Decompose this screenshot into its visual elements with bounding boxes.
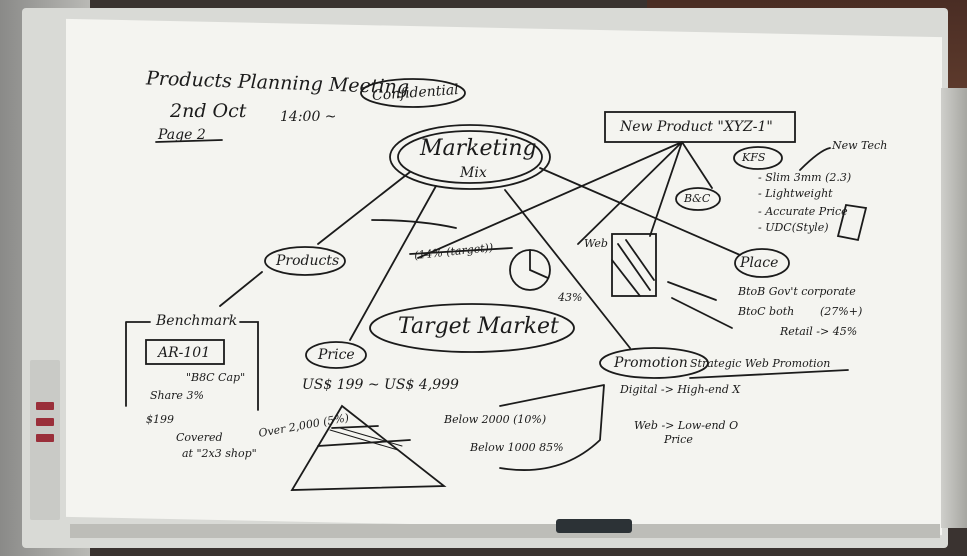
web-label: Web [584, 237, 608, 250]
kfs-item: - Accurate Price [758, 205, 848, 218]
b8c-cap-label: "B8C Cap" [186, 371, 246, 384]
mix-label: Mix [460, 165, 487, 181]
ar101-label: AR-101 [158, 345, 211, 361]
strategic-label: Strategic Web Promotion [690, 357, 831, 370]
price-small-label: Price [664, 433, 693, 446]
kfs-item: - Slim 3mm (2.3) [758, 171, 852, 184]
benchmark-label: Benchmark [156, 313, 238, 329]
kfs-item: - Lightweight [758, 187, 833, 200]
price-label: Price [318, 347, 355, 363]
pct-43-label: 43% [558, 291, 583, 304]
marker-tray [70, 524, 940, 538]
eraser[interactable] [556, 519, 632, 533]
price-tag-label: $199 [146, 413, 174, 426]
btoc-pct-label: (27%+) [820, 305, 863, 318]
target-market-label: Target Market [398, 314, 559, 339]
meeting-time: 14:00 ~ [280, 109, 337, 125]
new-product-label: New Product "XYZ-1" [620, 119, 773, 135]
meeting-date: 2nd Oct [170, 100, 247, 122]
below-mid-label: Below 1000 85% [470, 441, 564, 454]
page-label: Page 2 [158, 127, 206, 143]
kfs-item: - UDC(Style) [758, 221, 829, 234]
promotion-label: Promotion [614, 355, 688, 371]
covered-label: Covered [176, 431, 223, 444]
panel-button-icon[interactable] [36, 402, 54, 410]
covered-shop-label: at "2x3 shop" [182, 447, 257, 460]
web-low-label: Web -> Low-end O [634, 419, 739, 432]
whiteboard-post [941, 88, 967, 528]
share-label: Share 3% [150, 389, 204, 402]
place-label: Place [740, 255, 779, 271]
below-2000-label: Below 2000 (10%) [444, 413, 547, 426]
panel-button-icon[interactable] [36, 418, 54, 426]
kfs-label: KFS [742, 151, 766, 164]
new-tech-label: New Tech [832, 139, 888, 152]
retail-pct-label: Retail -> 45% [780, 325, 858, 338]
whiteboard-control-panel[interactable] [30, 360, 60, 520]
price-range-label: US$ 199 ~ US$ 4,999 [302, 377, 459, 393]
btoc-label: BtoC both [738, 305, 795, 318]
digital-label: Digital -> High-end X [620, 383, 741, 396]
btc-bubble-label: B&C [684, 192, 711, 205]
marketing-label: Marketing [420, 136, 537, 161]
panel-button-icon[interactable] [36, 434, 54, 442]
btob-label: BtoB Gov't corporate [738, 285, 856, 298]
products-label: Products [276, 253, 340, 269]
